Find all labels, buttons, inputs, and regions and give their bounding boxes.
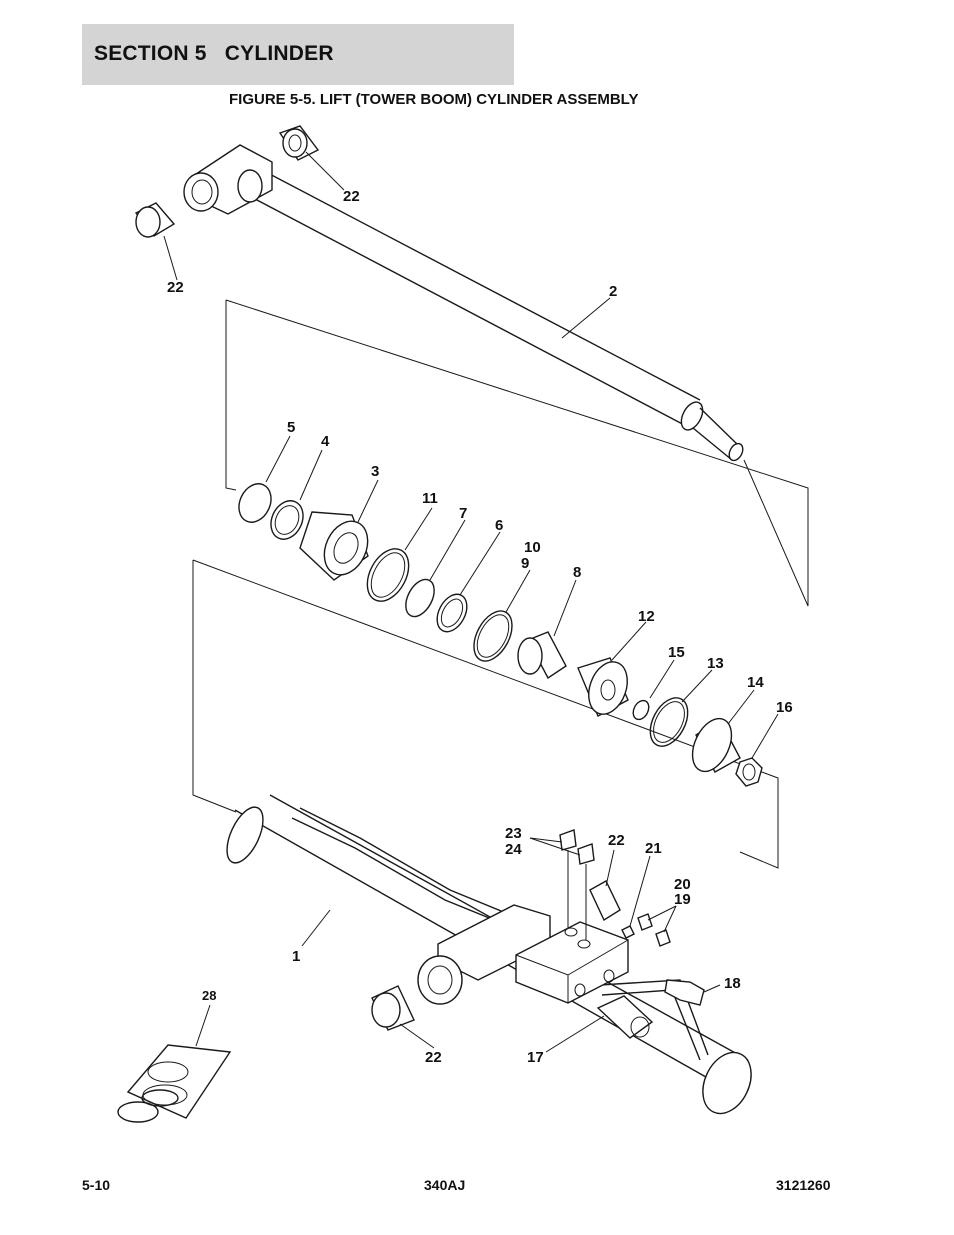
callout-label: 28 (202, 988, 216, 1003)
callout-label: 19 (674, 891, 691, 908)
callout-label: 22 (608, 832, 625, 849)
callout-label: 11 (422, 490, 438, 507)
barrel-assembly-drawing (226, 794, 752, 1115)
callout-label: 9 (521, 555, 529, 572)
callout-label: 6 (495, 517, 503, 534)
section-title: SECTION 5 CYLINDER (94, 42, 334, 65)
callout-label: 2 (609, 283, 617, 300)
page-number: 5-10 (82, 1177, 111, 1193)
callout-label: 22 (167, 279, 184, 296)
callout-label: 22 (343, 188, 360, 205)
document-number: 3121260 (776, 1177, 831, 1193)
callout-label: 20 (674, 876, 691, 893)
callout-label: 7 (459, 505, 467, 522)
callout-label: 12 (638, 608, 655, 625)
callout-label: 14 (747, 674, 764, 691)
callout-label: 22 (425, 1049, 442, 1066)
callout-label: 24 (505, 841, 522, 858)
exploded-view-leader-frames (192, 299, 809, 869)
callout-label: 18 (724, 975, 741, 992)
section-banner: SECTION 5 CYLINDER (82, 24, 514, 85)
callout-label: 15 (668, 644, 685, 661)
callout-label: 10 (524, 539, 541, 556)
callout-leader-lines (163, 151, 779, 1053)
model-number: 340AJ (424, 1177, 466, 1193)
callout-label: 8 (573, 564, 581, 581)
callout-label: 5 (287, 419, 295, 436)
callout-label: 21 (645, 840, 662, 857)
callout-label: 4 (321, 433, 330, 450)
callout-label: 16 (776, 699, 793, 716)
callout-label: 3 (371, 463, 379, 480)
callout-labels: 22 22 2 5 4 3 11 7 6 10 9 8 12 15 13 14 … (167, 188, 793, 1066)
callout-label: 1 (292, 948, 300, 965)
seal-kit-drawing (117, 1044, 232, 1123)
rod-assembly-drawing (134, 125, 744, 462)
piston-components (238, 483, 763, 787)
callout-label: 17 (527, 1049, 544, 1066)
figure-title: FIGURE 5-5. LIFT (TOWER BOOM) CYLINDER A… (229, 91, 639, 108)
callout-label: 13 (707, 655, 724, 672)
callout-label: 23 (505, 825, 522, 842)
